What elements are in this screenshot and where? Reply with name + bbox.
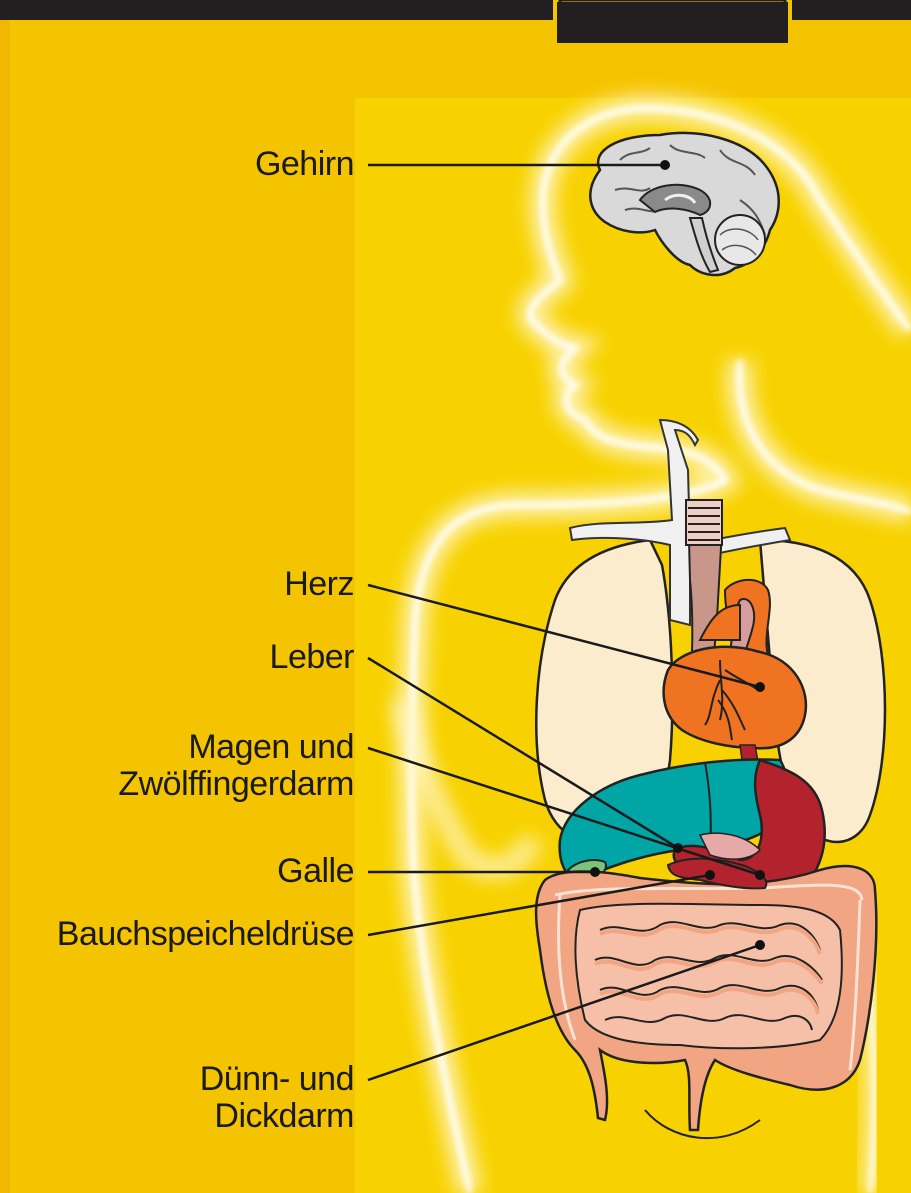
label-darm-line2: Dickdarm bbox=[200, 1098, 354, 1135]
dot-gehirn bbox=[660, 160, 670, 170]
label-magen-zwoelffingerdarm: Magen und Zwölffingerdarm bbox=[118, 729, 354, 803]
dot-magen bbox=[755, 870, 765, 880]
dot-darm bbox=[755, 940, 765, 950]
label-herz: Herz bbox=[284, 566, 354, 603]
label-leber-text: Leber bbox=[270, 639, 354, 676]
label-gehirn: Gehirn bbox=[255, 146, 354, 183]
label-magen-line2: Zwölffingerdarm bbox=[118, 766, 354, 803]
dot-galle bbox=[590, 867, 600, 877]
label-magen-line1: Magen und bbox=[118, 729, 354, 766]
label-leber: Leber bbox=[270, 639, 354, 676]
label-galle-text: Galle bbox=[277, 853, 354, 890]
left-edge bbox=[0, 0, 10, 1193]
top-tab bbox=[555, 0, 790, 45]
label-galle: Galle bbox=[277, 853, 354, 890]
label-bauchspeicheldruese-text: Bauchspeicheldrüse bbox=[57, 916, 354, 953]
dot-leber bbox=[673, 843, 683, 853]
label-darm-line1: Dünn- und bbox=[200, 1061, 354, 1098]
dot-herz bbox=[755, 682, 765, 692]
label-duenn-dickdarm: Dünn- und Dickdarm bbox=[200, 1061, 354, 1135]
label-herz-text: Herz bbox=[284, 566, 354, 603]
label-bauchspeicheldruese: Bauchspeicheldrüse bbox=[57, 916, 354, 953]
label-gehirn-text: Gehirn bbox=[255, 146, 354, 183]
dot-bauchspeicheldruese bbox=[705, 870, 715, 880]
